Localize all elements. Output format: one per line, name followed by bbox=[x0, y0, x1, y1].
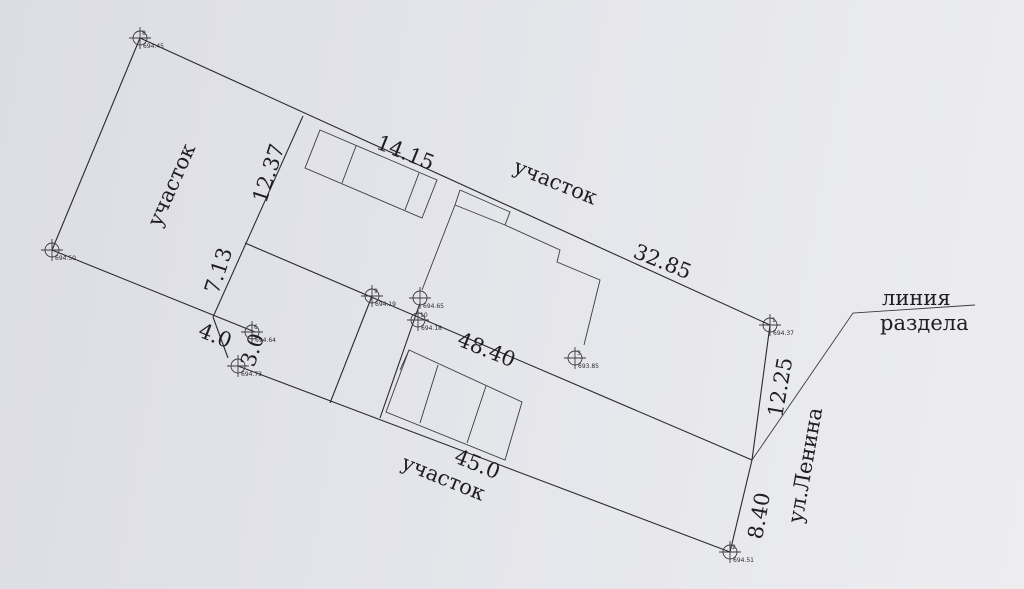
survey-points: 8 694.45 694.50 9 694.19 694.65 10 694.18 6 694.6… bbox=[41, 27, 794, 564]
survey-point-number: 1 bbox=[772, 317, 776, 324]
survey-point: 3 693.85 bbox=[564, 347, 599, 370]
dim-left-small: 3.0 bbox=[236, 330, 269, 369]
survey-point-elevation: 694.45 bbox=[143, 43, 164, 50]
division-left-vertical bbox=[212, 115, 304, 318]
boundary-right-upper bbox=[751, 324, 771, 461]
dim-right-upper: 12.25 bbox=[763, 355, 797, 418]
survey-point-number: 9 bbox=[374, 288, 378, 295]
survey-point: 8 694.45 bbox=[129, 27, 164, 50]
boundary-left-lower bbox=[51, 249, 256, 333]
survey-point-elevation: 694.73 bbox=[241, 371, 262, 378]
building-bottom bbox=[385, 349, 523, 461]
survey-point: 694.65 bbox=[409, 287, 444, 310]
boundary-right-lower bbox=[729, 459, 753, 553]
survey-point: 10 694.18 bbox=[407, 309, 442, 332]
division-middle-vertical-2 bbox=[379, 302, 421, 419]
label-division-line-1: линия bbox=[882, 286, 951, 310]
label-division-line-2: раздела bbox=[880, 311, 969, 335]
survey-point-elevation: 694.18 bbox=[421, 325, 442, 332]
survey-point: 694.73 bbox=[227, 355, 262, 378]
survey-point: 9 694.19 bbox=[361, 285, 396, 308]
label-neighbor-left: участок bbox=[143, 140, 201, 230]
dim-left-lower: 7.13 bbox=[200, 245, 237, 297]
survey-point-number: 3 bbox=[577, 350, 581, 357]
survey-point-number: 2 bbox=[732, 544, 736, 551]
dim-top-right: 32.85 bbox=[630, 239, 695, 284]
building-top-right bbox=[421, 189, 601, 346]
division-left-step bbox=[212, 316, 229, 359]
survey-point: 6 694.64 bbox=[241, 321, 276, 344]
dim-left-gap: 4.0 bbox=[195, 318, 235, 353]
survey-point: 1 694.37 bbox=[759, 314, 794, 337]
survey-point-elevation: 694.64 bbox=[255, 337, 276, 344]
survey-point-elevation: 693.85 bbox=[578, 363, 599, 370]
survey-point: 694.50 bbox=[41, 239, 76, 262]
survey-point-elevation: 694.37 bbox=[773, 330, 794, 337]
parcel-boundary bbox=[51, 37, 771, 553]
division-middle-vertical bbox=[329, 295, 373, 404]
survey-point-elevation: 694.19 bbox=[375, 301, 396, 308]
dim-top-left: 14.15 bbox=[373, 130, 438, 175]
boundary-top bbox=[139, 37, 771, 326]
survey-point-number: 8 bbox=[142, 30, 146, 37]
survey-point: 2 694.51 bbox=[719, 541, 754, 564]
survey-point-elevation: 694.65 bbox=[423, 303, 444, 310]
survey-point-number: 10 bbox=[420, 312, 428, 319]
building-top-left bbox=[304, 129, 438, 219]
label-neighbor-top: участок bbox=[510, 154, 601, 209]
dim-middle: 48.40 bbox=[454, 327, 519, 372]
survey-point-elevation: 694.51 bbox=[733, 557, 754, 564]
survey-point-elevation: 694.50 bbox=[55, 255, 76, 262]
survey-point-number: 6 bbox=[254, 324, 258, 331]
division-line-callout bbox=[751, 304, 976, 461]
dim-right-lower: 8.40 bbox=[743, 491, 775, 541]
division-lines bbox=[212, 115, 753, 461]
boundary-left bbox=[51, 37, 141, 251]
label-street: ул.Ленина bbox=[783, 406, 827, 525]
dim-left-upper: 12.37 bbox=[248, 141, 289, 206]
division-middle bbox=[244, 242, 753, 461]
boundary-bottom bbox=[237, 365, 731, 553]
